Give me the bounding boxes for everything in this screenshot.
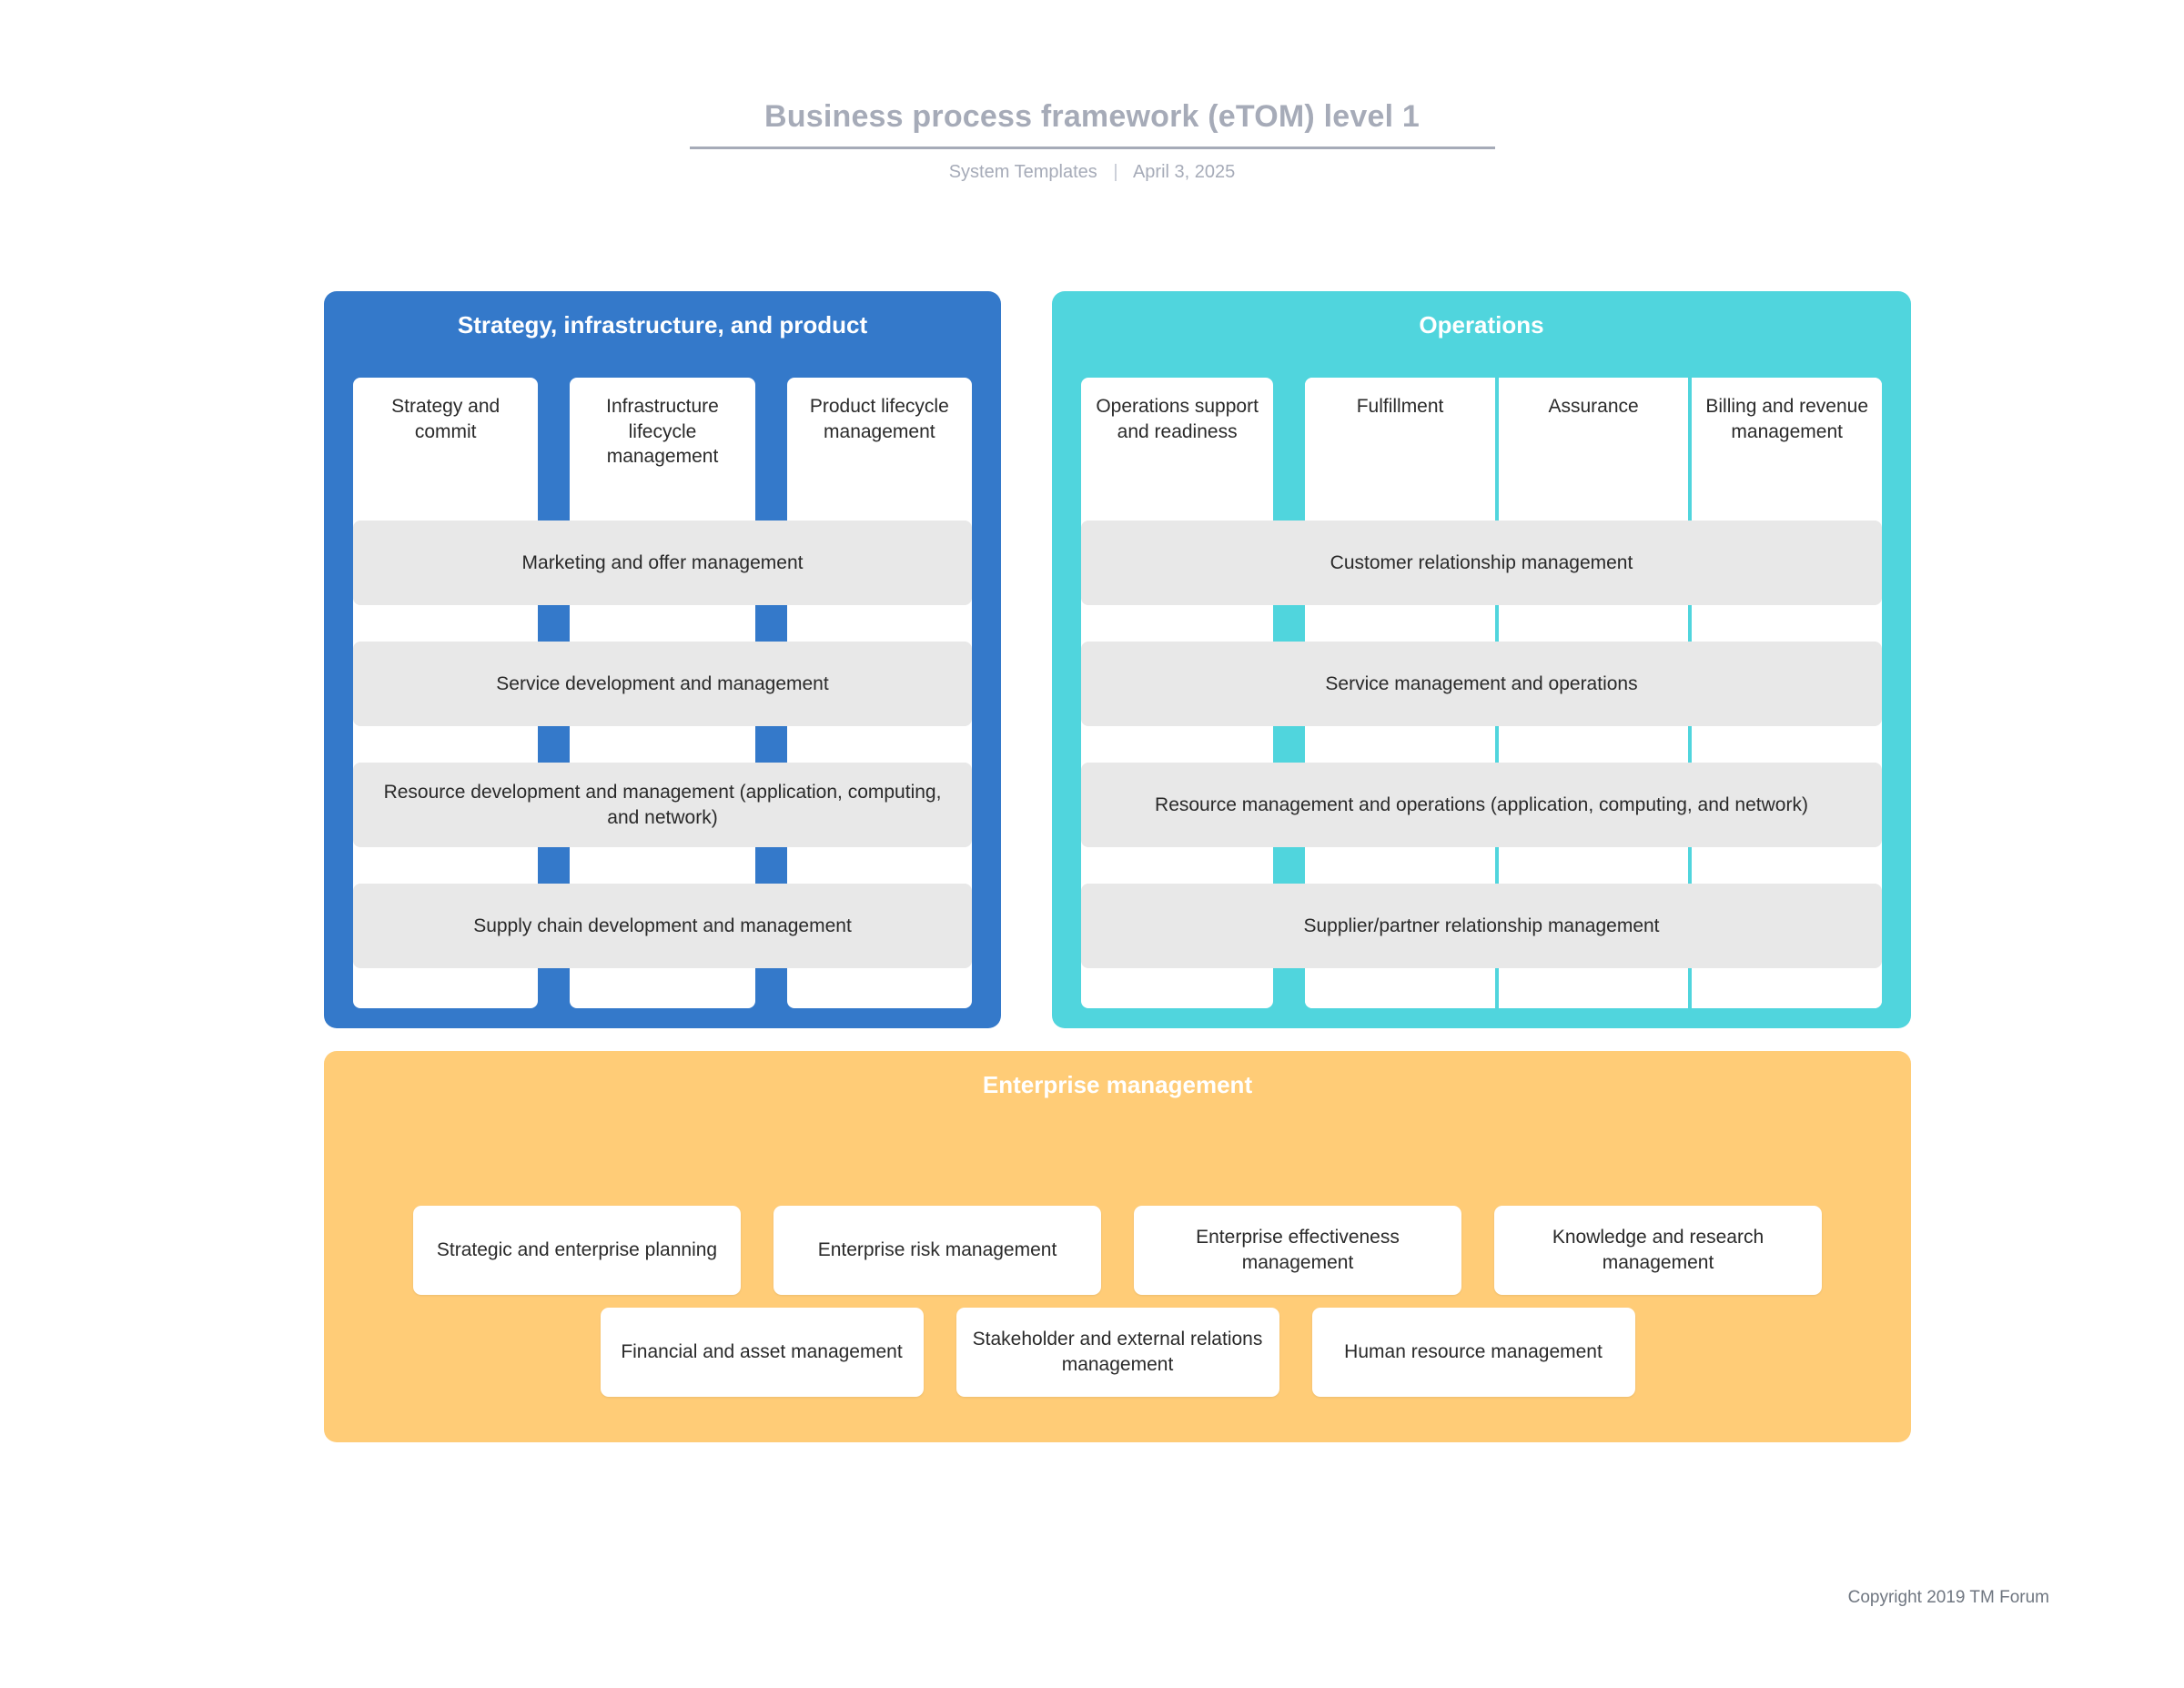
ops-joined-columns: Fulfillment Assurance Billing and revenu… [1305, 378, 1882, 1008]
panel-operations: Operations Operations support and readin… [1052, 291, 1911, 1028]
page-header: Business process framework (eTOM) level … [0, 99, 2184, 183]
ops-column-fulfillment[interactable]: Fulfillment [1305, 378, 1495, 1008]
panel-title-enterprise-management: Enterprise management [982, 1071, 1253, 1098]
ops-column-label: Fulfillment [1356, 396, 1444, 417]
sip-column-label: Product lifecycle management [809, 396, 949, 442]
enterprise-row-2: Financial and asset management Stakehold… [324, 1308, 1911, 1397]
ops-column-label: Billing and revenue management [1705, 396, 1868, 442]
sip-column-group: Strategy and commit Infrastructure lifec… [353, 378, 972, 1008]
subtitle-date: April 3, 2025 [1132, 162, 1236, 183]
panel-strategy-infrastructure-product: Strategy, infrastructure, and product St… [324, 291, 1001, 1028]
sip-column-gap [755, 378, 787, 1008]
ops-column-operations-support-and-readiness[interactable]: Operations support and readiness [1081, 378, 1274, 1008]
title-divider [689, 147, 1495, 150]
enterprise-box-stakeholder-and-external-relations-management[interactable]: Stakeholder and external relations manag… [956, 1308, 1279, 1397]
enterprise-box-financial-and-asset-management[interactable]: Financial and asset management [600, 1308, 924, 1397]
panel-title-operations: Operations [1419, 311, 1544, 339]
sip-column-label: Strategy and commit [391, 396, 500, 442]
sip-column-label: Infrastructure lifecycle management [606, 396, 719, 468]
enterprise-box-enterprise-risk-management[interactable]: Enterprise risk management [774, 1206, 1101, 1295]
subtitle-source: System Templates [948, 162, 1097, 183]
sip-column-product-lifecycle-management[interactable]: Product lifecycle management [786, 378, 972, 1008]
subtitle-separator: | [1113, 162, 1118, 183]
page-title: Business process framework (eTOM) level … [764, 99, 1420, 134]
ops-column-billing-and-revenue-management[interactable]: Billing and revenue management [1692, 378, 1882, 1008]
enterprise-row-1: Strategic and enterprise planning Enterp… [324, 1206, 1911, 1295]
ops-column-gap [1273, 378, 1305, 1008]
enterprise-box-knowledge-and-research-management[interactable]: Knowledge and research management [1494, 1206, 1822, 1295]
panel-enterprise-management: Enterprise management Strategic and ente… [324, 1051, 1911, 1442]
sip-column-strategy-and-commit[interactable]: Strategy and commit [353, 378, 539, 1008]
enterprise-box-enterprise-effectiveness-management[interactable]: Enterprise effectiveness management [1134, 1206, 1461, 1295]
panel-title-sip: Strategy, infrastructure, and product [457, 311, 868, 339]
enterprise-box-strategic-and-enterprise-planning[interactable]: Strategic and enterprise planning [413, 1206, 741, 1295]
ops-column-assurance[interactable]: Assurance [1498, 378, 1689, 1008]
page-subtitle: System Templates | April 3, 2025 [0, 162, 2184, 183]
sip-column-infrastructure-lifecycle-management[interactable]: Infrastructure lifecycle management [570, 378, 755, 1008]
ops-column-label: Assurance [1548, 396, 1639, 417]
copyright-notice: Copyright 2019 TM Forum [1847, 1588, 2049, 1607]
enterprise-box-human-resource-management[interactable]: Human resource management [1311, 1308, 1635, 1397]
ops-column-group: Operations support and readiness Fulfill… [1081, 378, 1882, 1008]
ops-column-label: Operations support and readiness [1096, 396, 1259, 442]
sip-column-gap [538, 378, 570, 1008]
